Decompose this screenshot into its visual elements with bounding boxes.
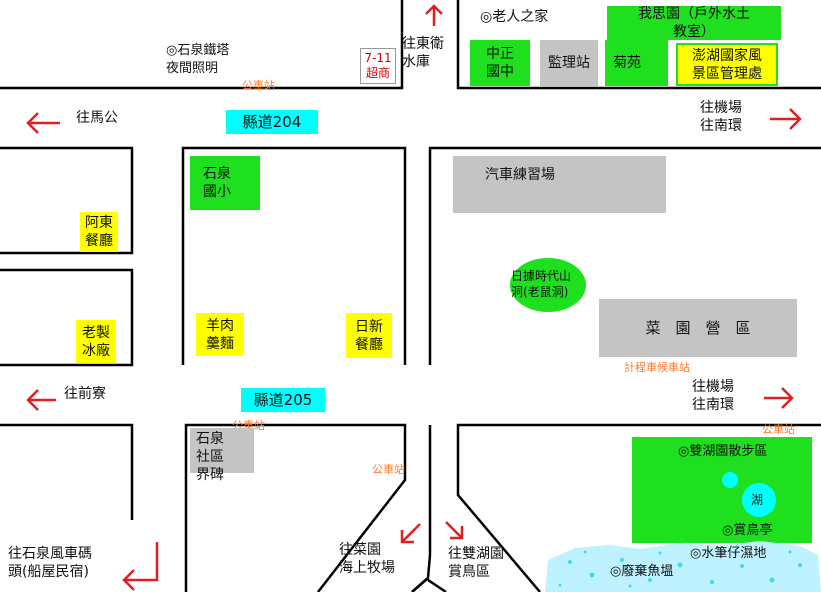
small-pond [722,472,738,488]
to-qianliao-label: 往前寮 [64,386,106,402]
fish-pond-label: ◎廢棄魚塭 [610,564,674,579]
laozhi-ice-factory: 老製 冰廠 [76,320,116,363]
adong-restaurant: 阿東 餐廳 [80,212,118,252]
zhongzheng-junior-high: 中正 國中 [470,40,530,86]
mutton-noodle-shop: 羊肉 羹麵 [196,313,244,356]
to-caiyuan-ranch-label: 往菜園 海上牧場 [339,542,395,576]
penghu-scenic-admin: 澎湖國家風 景區管理處 [676,43,778,86]
taxi-stop: 計程車候車站 [624,361,690,374]
shiquan-community-monument-bg [190,428,254,473]
wetland-label: ◎水筆仔濕地 [690,546,767,561]
japanese-cave-ellipse [510,258,586,312]
shiquan-community-monument: 石泉 社區 界碑 [196,431,224,483]
to-shuanghu-bird-label: 往雙湖園 賞鳥區 [448,546,504,580]
to-airport-label-2: 往機場 往南環 [692,379,734,413]
woyuan-garden: 我思園（戶外水土 教室） [607,6,781,40]
bus-stop-1: 公車站 [242,79,275,92]
shuanghu-walk-label: ◎雙湖園散步區 [678,444,768,459]
to-magong-label: 往馬公 [76,110,118,126]
motor-vehicle-office: 監理站 [540,40,598,86]
caiyuan-camp: 菜 園 營 區 [599,299,797,357]
rixin-restaurant: 日新 餐廳 [346,313,392,358]
juyuan: 菊苑 [605,40,668,86]
to-dongwei-reservoir-label: 往東衛 水庫 [402,36,444,70]
elder-home-label: ◎老人之家 [480,9,549,25]
direction-arrows [26,4,802,591]
japanese-cave-label: 日據時代山 洞(老鼠洞) [511,269,572,299]
bus-stop-3: 公車站 [372,463,405,476]
wetland-water-area [545,541,821,592]
shuanghu-park-area [632,437,812,543]
shiquan-elementary: 石泉 國小 [190,156,260,210]
wetland-speckles [558,550,802,588]
driving-range: 汽車練習場 [453,156,666,213]
lake-label: 湖 [751,493,764,507]
seven-eleven-store: 7-11 超商 [360,48,396,84]
to-airport-label-1: 往機場 往南環 [700,100,742,134]
lake-circle [742,483,776,517]
bus-stop-4: 公車站 [762,423,795,436]
bird-pavilion-label: ◎賞鳥亭 [722,523,773,538]
county-road-205: 縣道205 [241,388,325,412]
county-road-204: 縣道204 [226,110,318,134]
to-shiquan-windmill-label: 往石泉風車碼 頭(船屋民宿) [8,546,92,580]
shiquan-tower-label: ◎石泉鐵塔 夜間照明 [166,43,230,76]
